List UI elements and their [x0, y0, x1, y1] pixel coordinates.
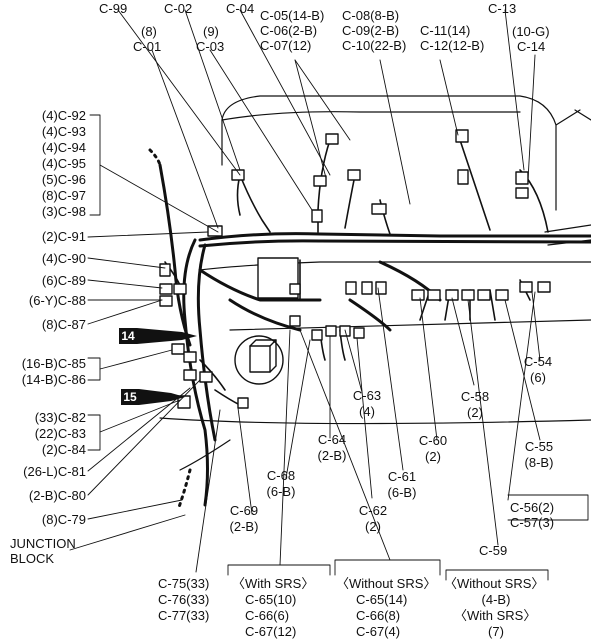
label-c68: C-68	[266, 468, 296, 483]
label-without-srs-c66: C-66(8)	[356, 608, 401, 623]
label-c04: C-04	[226, 1, 255, 16]
label-c13: C-13	[488, 1, 517, 16]
label-c91: (2)C-91	[41, 229, 86, 244]
label-c68-pins: (6-B)	[266, 484, 296, 499]
label-c03-pins: (9)	[203, 24, 219, 39]
label-c11: C-11(14)	[420, 23, 471, 38]
label-c03: C-03	[196, 39, 225, 54]
label-with-srs-c65: C-65(10)	[245, 592, 297, 607]
label-c61-pins: (6-B)	[387, 485, 417, 500]
label-with-srs-c67: C-67(12)	[245, 624, 297, 639]
label-c83: (22)C-83	[34, 426, 86, 441]
label-with-srs: 〈With SRS〉	[232, 576, 315, 591]
label-c62-pins: (2)	[365, 519, 381, 534]
label-c77: C-77(33)	[158, 608, 210, 623]
label-c81: (26-L)C-81	[23, 464, 86, 479]
label-c64-pins: (2-B)	[317, 448, 347, 463]
label-c94: (4)C-94	[41, 140, 86, 155]
label-c61: C-61	[387, 469, 417, 484]
label-c98: (3)C-98	[41, 204, 86, 219]
label-c82: (33)C-82	[34, 410, 86, 425]
label-c96: (5)C-96	[41, 172, 86, 187]
label-c59-without-srs-pins: (4-B)	[481, 592, 511, 607]
label-junction-line1: JUNCTION	[10, 536, 76, 551]
label-c76: C-76(33)	[158, 592, 210, 607]
label-c93: (4)C-93	[41, 124, 86, 139]
label-c69: C-69	[229, 503, 259, 518]
label-c63: C-63	[352, 388, 382, 403]
badge-15: 15	[121, 389, 139, 405]
label-c85: (16-B)C-85	[21, 356, 86, 371]
label-c05: C-05(14-B)	[260, 8, 325, 23]
label-c02: C-02	[164, 1, 193, 16]
badge-14-arrow	[137, 328, 197, 344]
badge-14: 14	[119, 328, 137, 344]
label-c89: (6)C-89	[41, 273, 86, 288]
main-harness	[158, 163, 591, 507]
label-c90: (4)C-90	[41, 251, 86, 266]
label-c01-pins: (8)	[141, 24, 157, 39]
label-c88: (6-Y)C-88	[28, 293, 86, 308]
label-without-srs-c67: C-67(4)	[356, 624, 401, 639]
label-c14: C-14	[517, 39, 546, 54]
label-junction-line2: BLOCK	[10, 551, 55, 566]
label-c59-with-srs-pins: (7)	[488, 624, 504, 639]
label-c59-without-srs: 〈Without SRS〉	[444, 576, 545, 591]
label-c10: C-10(22-B)	[342, 38, 407, 53]
label-c95: (4)C-95	[41, 156, 86, 171]
badge-15-arrow	[139, 389, 185, 405]
label-without-srs: 〈Without SRS〉	[336, 576, 437, 591]
label-c07: C-07(12)	[260, 38, 312, 53]
label-c12: C-12(12-B)	[420, 38, 485, 53]
label-with-srs-c66: C-66(6)	[245, 608, 290, 623]
label-c60: C-60	[418, 433, 448, 448]
label-c09: C-09(2-B)	[342, 23, 400, 38]
label-c63-pins: (4)	[359, 404, 375, 419]
label-without-srs-c65: C-65(14)	[356, 592, 408, 607]
label-c58: C-58	[460, 389, 490, 404]
label-c75: C-75(33)	[158, 576, 210, 591]
label-c84: (2)C-84	[41, 442, 86, 457]
label-c97: (8)C-97	[41, 188, 86, 203]
label-c56: C-56(2)	[510, 500, 555, 515]
label-c79: (8)C-79	[41, 512, 86, 527]
label-c55: C-55	[524, 439, 554, 454]
ground-dots	[148, 148, 192, 512]
label-c55-pins: (8-B)	[524, 455, 554, 470]
label-c92: (4)C-92	[41, 108, 86, 123]
label-c62: C-62	[358, 503, 388, 518]
label-c58-pins: (2)	[467, 405, 483, 420]
junction-block-detail	[234, 335, 284, 385]
label-c60-pins: (2)	[425, 449, 441, 464]
label-c14-pins: (10-G)	[512, 24, 550, 39]
label-c64: C-64	[317, 432, 347, 447]
label-c59-with-srs: 〈With SRS〉	[454, 608, 537, 623]
label-c54: C-54	[523, 354, 553, 369]
label-c99: C-99	[99, 1, 128, 16]
leader-lines	[69, 9, 589, 581]
connectors	[159, 129, 551, 409]
label-c01: C-01	[133, 39, 162, 54]
label-c57: C-57(3)	[510, 515, 555, 530]
label-c59: C-59	[479, 543, 508, 558]
label-c54-pins: (6)	[530, 370, 546, 385]
label-c69-pins: (2-B)	[229, 519, 259, 534]
label-c86: (14-B)C-86	[21, 372, 86, 387]
label-c80: (2-B)C-80	[28, 488, 86, 503]
label-c06: C-06(2-B)	[260, 23, 318, 38]
label-c08: C-08(8-B)	[342, 8, 400, 23]
label-c87: (8)C-87	[41, 317, 86, 332]
